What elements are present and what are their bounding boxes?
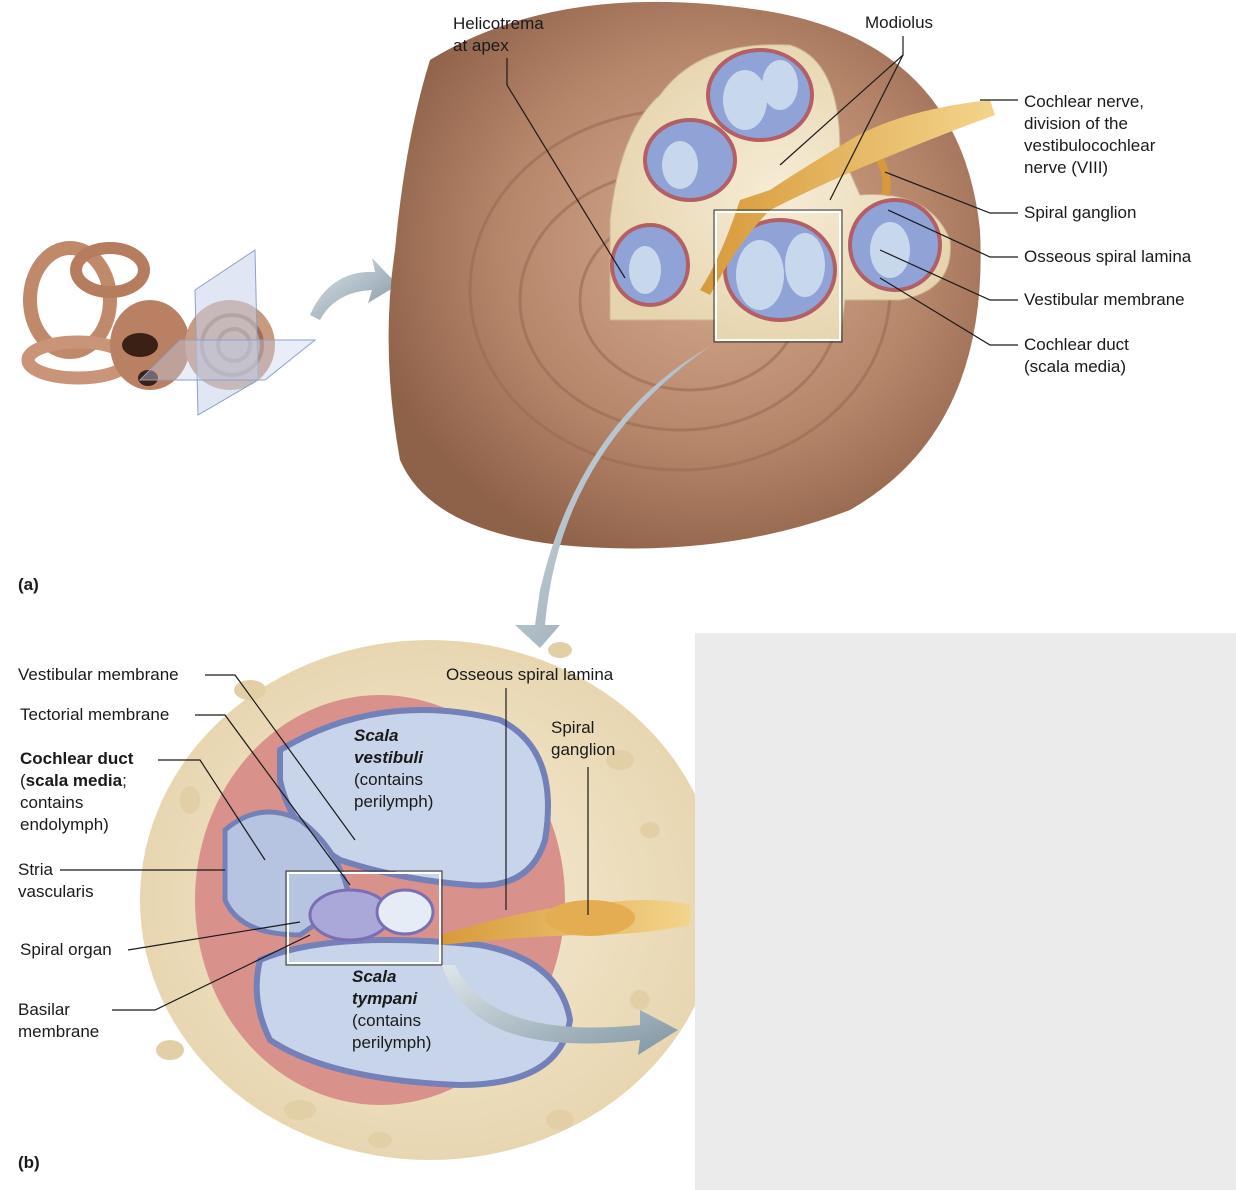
label-spiral-ganglion-b: Spiral ganglion [551,717,615,761]
label-scala-vestibuli: Scala vestibuli (contains perilymph) [354,725,433,813]
label-stria-line2: vascularis [18,882,94,901]
label-cochlear-duct-b: Cochlear duct (scala media; contains end… [20,748,133,836]
label-cochlear-duct-b-line2: (scala media; [20,770,133,792]
label-stria-vascularis: Stria vascularis [18,859,94,903]
label-cochlear-duct-a: Cochlear duct (scala media) [1024,334,1129,378]
panel-letter-a: (a) [18,575,39,594]
inner-ear-icon [21,241,317,416]
label-cochlear-duct-b-line3: contains [20,793,84,812]
label-cochlear-nerve-line3: vestibulocochlear [1024,136,1156,155]
blank-panel [695,633,1236,1190]
panel-letter-b: (b) [18,1153,40,1172]
label-modiolus: Modiolus [865,13,934,32]
label-basilar-membrane: Basilar membrane [18,999,99,1043]
zoom-arrow-a [310,258,398,320]
label-scala-tympani-note1: (contains [352,1011,421,1030]
label-basilar-line2: membrane [18,1022,100,1041]
label-cochlear-nerve-line4: nerve (VIII) [1024,158,1109,177]
label-osseous-spiral-lamina-b: Osseous spiral lamina [446,665,614,684]
label-scala-vestibuli-line2: vestibuli [354,748,423,767]
label-helicotrema-line1: Helicotrema [453,14,544,33]
label-basilar-line1: Basilar [18,1000,70,1019]
label-cochlear-duct-b-semi: ; [122,771,127,790]
label-cochlear-duct-a-line1: Cochlear duct [1024,335,1129,354]
cochlea-cross-section [388,1,995,549]
label-spiral-organ: Spiral organ [20,940,112,959]
label-cochlear-nerve-line1: Cochlear nerve, [1024,92,1145,111]
label-helicotrema: Helicotrema at apex [453,13,544,57]
label-cochlear-duct-b-paren: ( [20,771,26,790]
label-spiral-ganglion-b-line2: ganglion [551,740,616,759]
label-cochlear-duct-b-bold1: Cochlear duct [20,749,134,768]
label-helicotrema-line2: at apex [453,36,509,55]
label-vestibular-membrane-b: Vestibular membrane [18,665,179,684]
label-stria-line1: Stria [18,860,53,879]
label-cochlear-duct-a-line2: (scala media) [1024,357,1127,376]
zoom-arrow-c [442,965,678,1055]
label-tectorial-membrane: Tectorial membrane [20,705,170,724]
label-scala-vestibuli-note1: (contains [354,770,423,789]
label-scala-vestibuli-line1: Scala [354,726,399,745]
label-cochlear-duct-b-line1: Cochlear duct [20,748,133,770]
label-scala-tympani: Scala tympani (contains perilymph) [352,966,431,1054]
label-osseous-spiral-lamina-a: Osseous spiral lamina [1024,247,1192,266]
label-spiral-ganglion-a: Spiral ganglion [1024,203,1137,222]
label-cochlear-nerve-line2: division of the [1024,114,1128,133]
label-scala-tympani-line1: Scala [352,967,397,986]
label-scala-tympani-note2: perilymph) [352,1033,432,1052]
label-cochlear-duct-b-bold2: scala media [25,771,123,790]
label-vestibular-membrane-a: Vestibular membrane [1024,290,1185,309]
label-spiral-ganglion-b-line1: Spiral [551,718,595,737]
label-scala-tympani-line2: tympani [352,989,418,1008]
label-cochlear-duct-b-line4: endolymph) [20,815,109,834]
leader-lines [60,36,1018,1011]
label-scala-vestibuli-note2: perilymph) [354,792,434,811]
label-cochlear-nerve: Cochlear nerve, division of the vestibul… [1024,91,1155,179]
